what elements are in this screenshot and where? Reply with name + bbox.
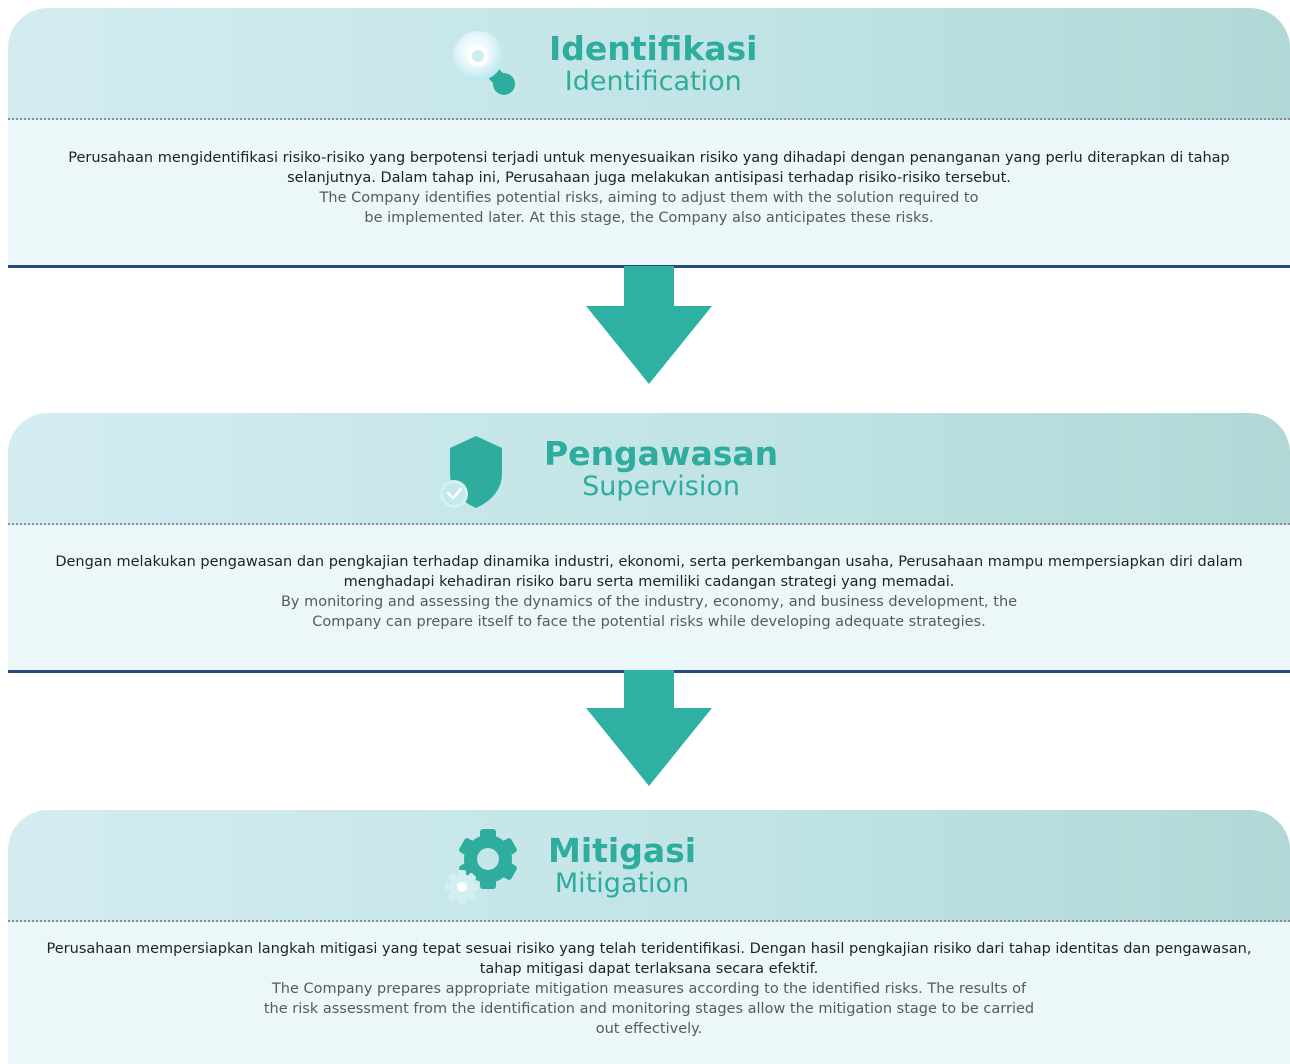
stage-heading: Mitigasi Mitigation (444, 810, 696, 922)
stage-heading: Pengawasan Supervision (440, 413, 778, 525)
stage-title: Identifikasi (549, 29, 758, 68)
description-indonesian: Perusahaan mempersiapkan langkah mitigas… (46, 941, 1252, 977)
description-english: By monitoring and assessing the dynamics… (280, 594, 1018, 630)
stage-titles: Mitigasi Mitigation (548, 831, 697, 900)
stage-description: Dengan melakukan pengawasan dan pengkaji… (38, 552, 1260, 632)
stage-description: Perusahaan mempersiapkan langkah mitigas… (38, 939, 1260, 1039)
magnifier-icon (453, 31, 515, 95)
description-indonesian: Dengan melakukan pengawasan dan pengkaji… (55, 554, 1243, 590)
stage-title: Mitigasi (548, 831, 697, 870)
stage-description-panel: Perusahaan mengidentifikasi risiko-risik… (8, 120, 1290, 268)
stage-description-panel: Dengan melakukan pengawasan dan pengkaji… (8, 525, 1290, 673)
stage-title: Pengawasan (544, 434, 779, 473)
stage-subtitle: Mitigation (554, 868, 690, 900)
stage-description: Perusahaan mengidentifikasi risiko-risik… (38, 148, 1260, 228)
shield-check-icon (440, 436, 502, 508)
stage-description-panel: Perusahaan mempersiapkan langkah mitigas… (8, 922, 1290, 1064)
description-indonesian: Perusahaan mengidentifikasi risiko-risik… (68, 150, 1230, 186)
stage-header: Identifikasi Identification (8, 8, 1290, 120)
stage-heading: Identifikasi Identification (445, 8, 758, 120)
stage-subtitle: Supervision (582, 471, 740, 503)
stage-titles: Pengawasan Supervision (544, 434, 779, 503)
flow-arrow-down-icon (586, 670, 712, 786)
stage-titles: Identifikasi Identification (549, 29, 758, 98)
stage-subtitle: Identification (564, 66, 742, 98)
gears-icon (445, 829, 517, 904)
stage-header: Pengawasan Supervision (8, 413, 1290, 525)
description-english: The Company prepares appropriate mitigat… (263, 981, 1035, 1037)
description-english: The Company identifies potential risks, … (319, 190, 979, 226)
flow-arrow-down-icon (586, 266, 712, 384)
stage-header: Mitigasi Mitigation (8, 810, 1290, 922)
